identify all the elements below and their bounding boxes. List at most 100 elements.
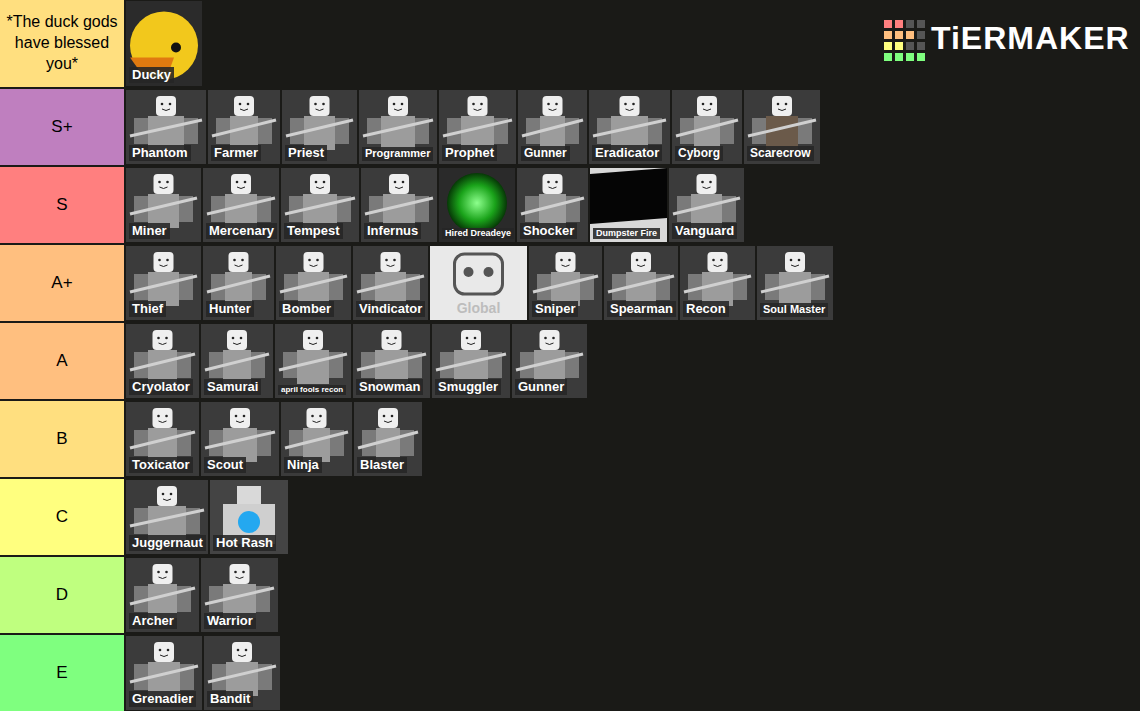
unit-name: Soul Master — [760, 303, 828, 317]
unit-tile: Samurai — [201, 324, 273, 398]
unit-tile: Infernus — [361, 168, 437, 242]
unit-tile: Toxicator — [126, 402, 199, 476]
tier-row: E Grenadier Bandit — [0, 635, 1140, 711]
tier-name: A+ — [51, 272, 72, 294]
unit-tile: Gunner — [518, 90, 587, 164]
unit-name: Ninja — [284, 457, 322, 473]
tier-name: E — [56, 662, 67, 684]
unit-tile: Warrior — [201, 558, 278, 632]
unit-name: Toxicator — [129, 457, 193, 473]
unit-name: Shocker — [520, 223, 577, 239]
unit-tile: Soul Master — [757, 246, 833, 320]
unit-tile: Cyborg — [672, 90, 742, 164]
unit-tile: Gunner — [512, 324, 587, 398]
unit-tile: Shocker — [517, 168, 588, 242]
unit-tile: Snowman — [353, 324, 430, 398]
unit-name: Programmer — [362, 147, 433, 161]
tier-name: C — [56, 506, 68, 528]
unit-tile: Bomber — [276, 246, 351, 320]
unit-tile: Thief — [126, 246, 201, 320]
unit-name: Bomber — [279, 301, 334, 317]
unit-name: Grenadier — [129, 691, 196, 707]
unit-tile: Hot Rash — [210, 480, 288, 554]
unit-name: Scout — [204, 457, 246, 473]
unit-name: Farmer — [211, 145, 261, 161]
unit-name: Global — [430, 300, 527, 318]
unit-tile: Global — [430, 246, 527, 320]
tier-label: S — [0, 167, 124, 243]
unit-name: Warrior — [204, 613, 256, 629]
unit-name: Cryolator — [129, 379, 193, 395]
unit-name: Mercenary — [206, 223, 277, 239]
unit-name: Blaster — [357, 457, 407, 473]
unit-name: Gunner — [521, 146, 570, 161]
unit-name: Phantom — [129, 145, 191, 161]
unit-tile: Grenadier — [126, 636, 202, 710]
tier-label: D — [0, 557, 124, 633]
unit-tile: Mercenary — [203, 168, 279, 242]
unit-name: Sniper — [532, 301, 578, 317]
unit-name: Snowman — [356, 379, 423, 395]
unit-tile: Archer — [126, 558, 199, 632]
unit-name: Tempest — [284, 223, 343, 239]
tier-label: S+ — [0, 89, 124, 165]
unit-tile: Vanguard — [669, 168, 744, 242]
watermark: TiERMAKER — [931, 20, 1130, 57]
unit-tile: Miner — [126, 168, 201, 242]
unit-name: Archer — [129, 613, 177, 629]
unit-name: Vindicator — [356, 301, 425, 317]
unit-tile: Eradicator — [589, 90, 670, 164]
unit-tile: Scarecrow — [744, 90, 820, 164]
unit-tile: Tempest — [281, 168, 359, 242]
unit-tile: Blaster — [354, 402, 422, 476]
tier-row: S+ Phantom Farmer Priest Programmer Prophet Gu… — [0, 89, 1140, 165]
tier-name: S — [56, 194, 67, 216]
tier-row: A Cryolator Samurai april fools recon Snowma… — [0, 323, 1140, 399]
tier-row: A+ Thief Hunter Bomber Vindicator Global Snipe… — [0, 245, 1140, 321]
unit-tile: Ducky — [126, 1, 202, 86]
unit-name: Hunter — [206, 301, 254, 317]
tier-label: A — [0, 323, 124, 399]
unit-name: Hot Rash — [213, 535, 276, 551]
tier-name: S+ — [51, 116, 72, 138]
tier-label: C — [0, 479, 124, 555]
unit-name: Smuggler — [435, 379, 501, 395]
unit-tile: Dumpster Fire — [590, 168, 667, 242]
unit-tile: Spearman — [604, 246, 678, 320]
unit-name: Ducky — [129, 67, 174, 83]
unit-tile: Sniper — [529, 246, 602, 320]
unit-name: Gunner — [515, 379, 567, 395]
tier-name: D — [56, 584, 68, 606]
tier-row: C Juggernaut Hot Rash — [0, 479, 1140, 555]
unit-tile: Smuggler — [432, 324, 510, 398]
tier-row: S Miner Mercenary Tempest InfernusHired Drea… — [0, 167, 1140, 243]
tier-name: A — [56, 350, 67, 372]
unit-name: Bandit — [207, 691, 253, 707]
unit-name: Cyborg — [675, 146, 723, 161]
unit-tile: Scout — [201, 402, 279, 476]
unit-name: april fools recon — [278, 385, 346, 395]
tier-label: A+ — [0, 245, 124, 321]
unit-tile: Prophet — [439, 90, 516, 164]
tier-row: B Toxicator Scout Ninja Blaster — [0, 401, 1140, 477]
unit-tile: Juggernaut — [126, 480, 208, 554]
unit-tile: Priest — [282, 90, 357, 164]
unit-name: Miner — [129, 223, 170, 239]
unit-name: Priest — [285, 145, 327, 161]
tier-label: E — [0, 635, 124, 711]
unit-tile: Hired Dreadeye — [439, 168, 515, 242]
unit-tile: Recon — [680, 246, 755, 320]
logo-icon — [884, 20, 926, 62]
unit-tile: Cryolator — [126, 324, 199, 398]
unit-name: Samurai — [204, 379, 261, 395]
tier-name: B — [56, 428, 67, 450]
unit-tile: Hunter — [203, 246, 274, 320]
tier-row: D Archer Warrior — [0, 557, 1140, 633]
unit-tile: Bandit — [204, 636, 280, 710]
unit-name: Juggernaut — [129, 535, 206, 551]
unit-name: Prophet — [442, 145, 497, 161]
unit-name: Spearman — [607, 301, 676, 317]
unit-tile: Programmer — [359, 90, 437, 164]
unit-name: Eradicator — [592, 145, 662, 161]
unit-name: Thief — [129, 301, 166, 317]
